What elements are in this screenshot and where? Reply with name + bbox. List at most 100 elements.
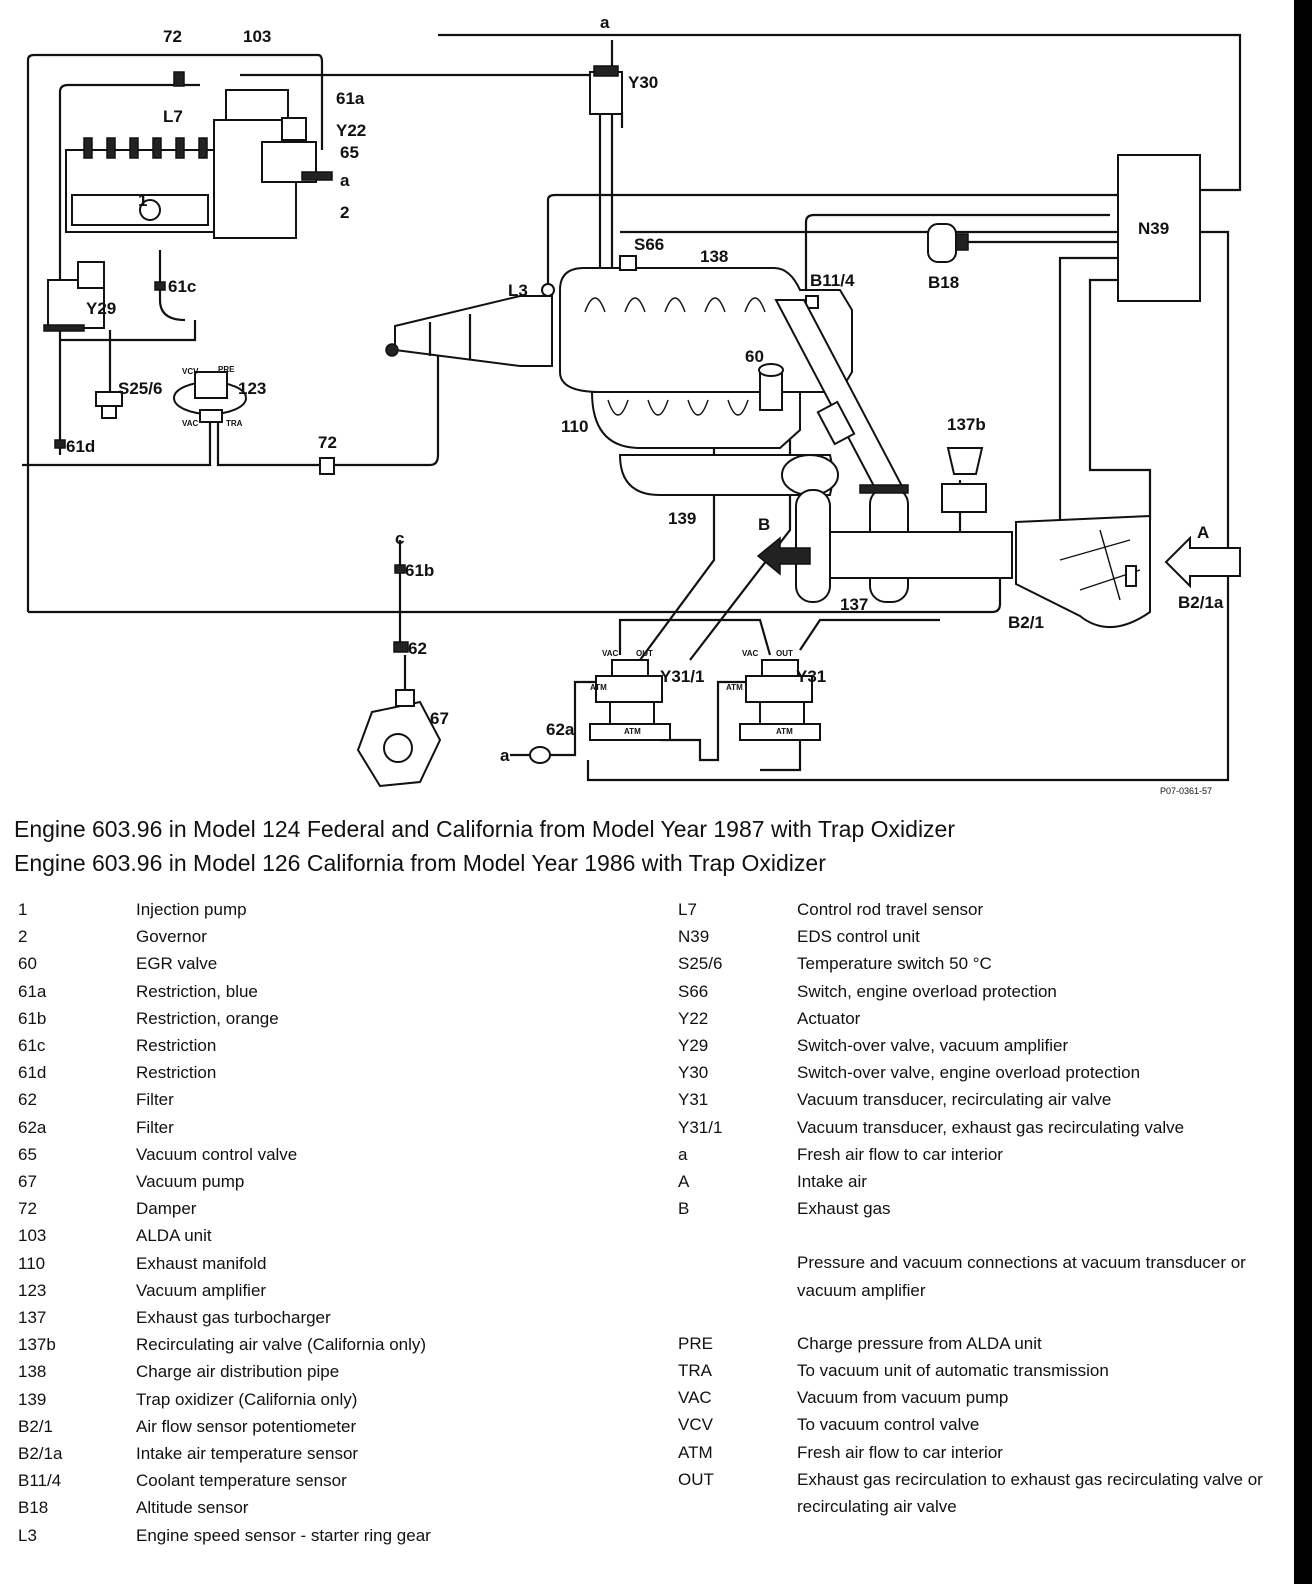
legend-description: Altitude sensor — [136, 1498, 249, 1518]
legend-description: EGR valve — [136, 954, 218, 974]
legend-key: 62a — [18, 1117, 47, 1137]
legend-description: Injection pump — [136, 900, 247, 919]
title-line-2: Engine 603.96 in Model 126 California fr… — [14, 850, 826, 876]
legend-description: Exhaust manifold — [136, 1253, 267, 1273]
label-62: 62 — [408, 639, 427, 658]
label-103: 103 — [243, 27, 271, 46]
legend-key: ATM — [678, 1442, 713, 1462]
legend-description: Actuator — [797, 1008, 861, 1028]
port-out-1: OUT — [636, 649, 653, 658]
legend-note: Pressure and vacuum connections at vacuu… — [797, 1253, 1246, 1300]
filter-62a — [510, 746, 551, 764]
legend-key: 137 — [18, 1308, 47, 1328]
label-a-filter: a — [500, 746, 510, 765]
legend-description: Coolant temperature sensor — [136, 1471, 347, 1491]
label-b2-1: B2/1 — [1008, 613, 1044, 632]
legend-key: PRE — [678, 1333, 713, 1353]
label-b2-1a: B2/1a — [1178, 593, 1224, 612]
legend-description: ALDA unit — [136, 1226, 212, 1246]
legend-key: 110 — [18, 1253, 46, 1273]
legend-key: L3 — [18, 1525, 37, 1545]
vacuum-transducer-y31 — [739, 659, 821, 741]
legend-description: Exhaust gas recirculation to exhaust gas… — [797, 1469, 1263, 1517]
air-flow-sensor — [1015, 514, 1151, 628]
legend-key: B — [678, 1199, 690, 1219]
legend-description: Restriction, orange — [136, 1008, 279, 1028]
label-b11-4: B11/4 — [810, 271, 855, 290]
legend-description: EDS control unit — [797, 927, 920, 947]
legend-description: Engine speed sensor - starter ring gear — [136, 1525, 431, 1545]
legend-row: A Intake air — [678, 1168, 1268, 1195]
legend-key: B18 — [18, 1498, 49, 1518]
legend-key: S25/6 — [678, 954, 723, 974]
label-n39: N39 — [1138, 219, 1169, 238]
y29-switch-over-valve — [43, 261, 105, 332]
legend-key: 2 — [18, 927, 28, 947]
legend-row: 67 Vacuum pump — [18, 1168, 638, 1195]
legend-key: A — [678, 1172, 690, 1192]
legend-row: OUT Exhaust gas recirculation to exhaust … — [678, 1466, 1268, 1520]
legend-description: Switch-over valve, vacuum amplifier — [797, 1036, 1069, 1056]
legend-description: Restriction — [136, 1036, 217, 1056]
legend-description: Charge air distribution pipe — [136, 1362, 340, 1382]
legend-description: Intake air — [797, 1172, 867, 1192]
legend-description: Filter — [136, 1090, 174, 1110]
label-138: 138 — [700, 247, 728, 266]
legend-description: Trap oxidizer (California only) — [136, 1389, 358, 1409]
legend-key: 67 — [18, 1172, 37, 1192]
port-out-2: OUT — [776, 649, 793, 658]
label-b: B — [758, 515, 770, 534]
title-line-1: Engine 603.96 in Model 124 Federal and C… — [14, 816, 956, 842]
label-110: 110 — [561, 417, 588, 436]
vacuum-amplifier-123 — [173, 371, 247, 423]
restrictions — [54, 71, 409, 653]
legend-key: 123 — [18, 1280, 47, 1300]
legend-key: Y31/1 — [678, 1117, 723, 1137]
legend-key: N39 — [678, 927, 710, 947]
legend-key: 65 — [18, 1144, 37, 1164]
label-y29: Y29 — [86, 299, 116, 318]
legend-description: Control rod travel sensor — [797, 900, 984, 919]
legend-description: Recirculating air valve (California only… — [136, 1335, 427, 1355]
label-61b: 61b — [405, 561, 434, 580]
legend-description: Switch-over valve, engine overload prote… — [797, 1063, 1141, 1083]
legend-description: Exhaust gas turbocharger — [136, 1308, 331, 1328]
legend-description: Vacuum pump — [136, 1172, 245, 1192]
legend-description: Restriction, blue — [136, 981, 258, 1001]
legend-key: Y31 — [678, 1090, 709, 1110]
legend-row: Y29 Switch-over valve, vacuum amplifier — [678, 1032, 1268, 1059]
injection-pump — [65, 137, 215, 233]
vacuum-schematic-diagram: 72 103 a Y30 L7 61a Y22 65 a 1 2 N39 B18… — [22, 13, 1242, 796]
legend-key: Y22 — [678, 1008, 709, 1028]
diagram-titles: Engine 603.96 in Model 124 Federal and C… — [14, 812, 955, 880]
legend-row: N39 EDS control unit — [678, 923, 1268, 950]
label-62a: 62a — [546, 720, 575, 739]
legend-description: Vacuum transducer, exhaust gas recircula… — [797, 1117, 1185, 1137]
vacuum-lines — [22, 33, 1242, 782]
legend-key: OUT — [678, 1469, 714, 1489]
label-y31-1: Y31/1 — [660, 667, 704, 686]
legend-key: Y29 — [678, 1036, 709, 1056]
label-123: 123 — [238, 379, 266, 398]
label-s66: S66 — [634, 235, 664, 254]
label-1: 1 — [138, 191, 147, 210]
label-72-mid: 72 — [318, 433, 337, 452]
port-tra: TRA — [226, 419, 243, 428]
